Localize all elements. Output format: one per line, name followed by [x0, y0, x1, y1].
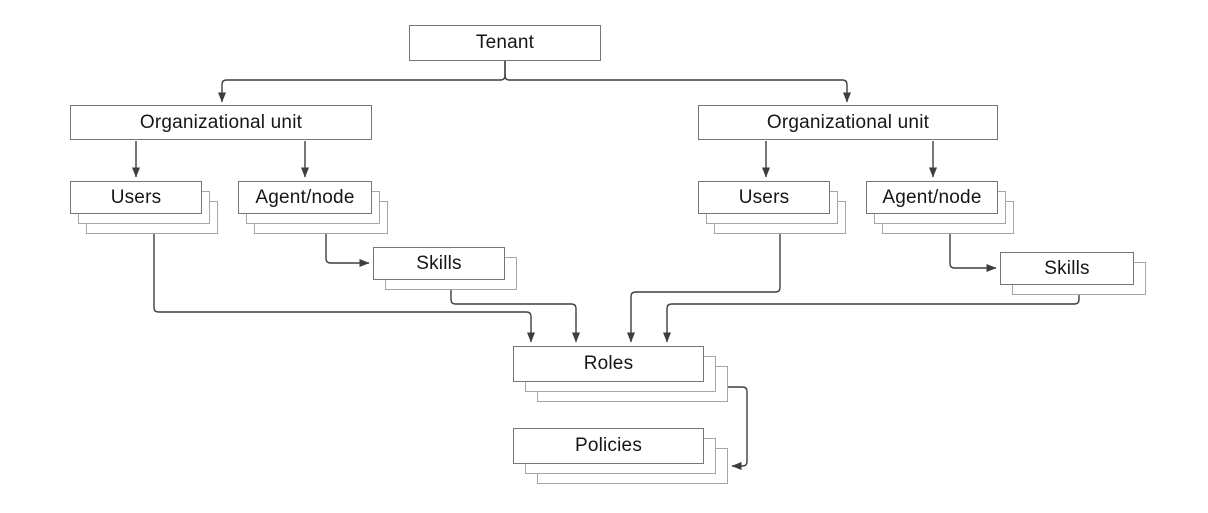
edge-tenant-org-right [504, 61, 851, 103]
node-label: Users [110, 186, 162, 208]
node-skills-right: Skills [1000, 252, 1146, 295]
edge-tenant-org-left [218, 61, 506, 103]
node-label: Skills [416, 252, 462, 274]
edge-agent-left-skills [325, 234, 370, 267]
node-box: Users [70, 181, 202, 214]
node-box: Policies [513, 428, 704, 464]
node-skills-left: Skills [373, 247, 517, 290]
node-agent-node-right: Agent/node [866, 181, 1014, 234]
edge-skills-right-roles [663, 295, 1080, 343]
node-label: Agent/node [255, 186, 355, 208]
node-box: Skills [1000, 252, 1134, 285]
node-label: Policies [574, 435, 643, 456]
node-users-right: Users [698, 181, 846, 234]
node-tenant: Tenant [409, 25, 601, 61]
node-label: Organizational unit [766, 111, 930, 133]
node-roles: Roles [513, 346, 728, 402]
node-label: Skills [1044, 257, 1090, 279]
node-users-left: Users [70, 181, 218, 234]
node-label: Agent/node [882, 186, 982, 208]
node-label: Users [738, 186, 790, 208]
node-label: Roles [583, 353, 634, 374]
edge-users-left-roles [153, 234, 535, 343]
edge-agent-right-skills [949, 234, 997, 272]
node-org-unit-right: Organizational unit [698, 105, 998, 140]
node-label: Tenant [475, 32, 535, 53]
node-org-unit-left: Organizational unit [70, 105, 372, 140]
edge-users-right-roles [627, 234, 781, 343]
node-label: Organizational unit [139, 111, 303, 133]
node-box: Skills [373, 247, 505, 280]
node-box: Organizational unit [70, 105, 372, 140]
node-box: Roles [513, 346, 704, 382]
node-box: Agent/node [866, 181, 998, 214]
node-agent-node-left: Agent/node [238, 181, 388, 234]
node-policies: Policies [513, 428, 728, 484]
node-box: Organizational unit [698, 105, 998, 140]
edge-skills-left-roles [450, 290, 580, 343]
node-box: Tenant [409, 25, 601, 61]
edge-roles-policies [728, 386, 748, 470]
node-box: Agent/node [238, 181, 372, 214]
node-box: Users [698, 181, 830, 214]
